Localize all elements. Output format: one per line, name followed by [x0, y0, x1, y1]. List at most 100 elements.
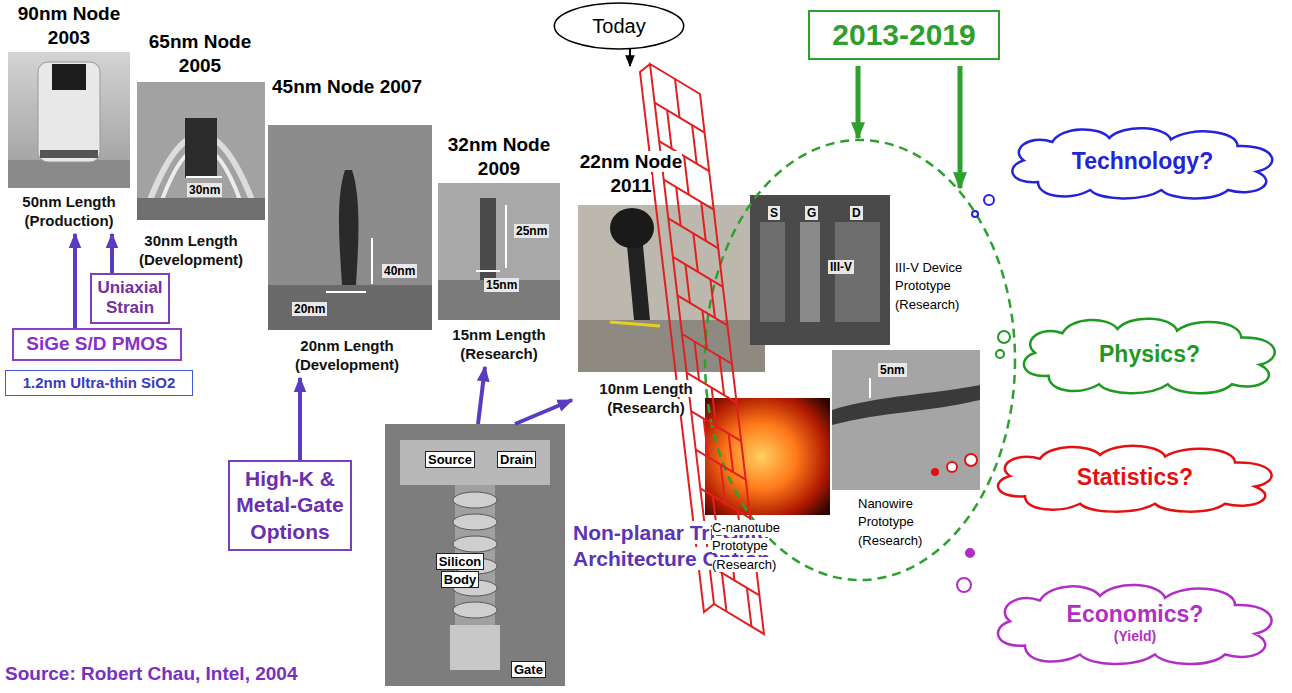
prototype-caption: Nanowire Prototype (Research) [858, 496, 922, 548]
dimension-label: 20nm [292, 302, 327, 316]
dimension-label: 40nm [382, 264, 417, 278]
part-label: Drain [497, 451, 536, 468]
node-heading: 90nm Node 2003 [18, 3, 120, 48]
terminal-label: G [805, 206, 818, 220]
text-holder: Source [425, 450, 475, 468]
part-label: Source [425, 451, 475, 468]
text-holder: 90nm Node 2003 [5, 2, 133, 50]
pointer-arrow [856, 66, 861, 138]
text-holder: C-nanotube Prototype (Research) [712, 518, 804, 573]
gate-length-caption: 50nm Length (Production) [22, 193, 115, 229]
text-holder: S [768, 203, 780, 221]
node-text: Technology? [1072, 148, 1213, 176]
text-holder: 30nm Length (Development) [115, 232, 267, 270]
terminal-label: S [768, 206, 780, 220]
tem-photo [137, 82, 265, 220]
nanowire-photo [832, 350, 980, 490]
part-label: Silicon Body [436, 553, 485, 588]
tem-photo [8, 52, 130, 188]
period-box: 2013-2019 [808, 10, 1000, 60]
text-holder: Silicon Body [427, 552, 493, 588]
text-holder: Gate [511, 660, 546, 678]
node-heading: 32nm Node 2009 [448, 134, 550, 179]
influence-arrow [110, 234, 114, 273]
text-holder: 65nm Node 2005 [135, 30, 265, 78]
gate-length-caption: 10nm Length (Research) [599, 380, 692, 416]
gate-length-caption: 20nm Length (Development) [295, 337, 399, 373]
gate-length-caption: 30nm Length (Development) [139, 232, 243, 268]
text-holder: 32nm Node 2009 [436, 133, 562, 181]
tem-photo [268, 125, 432, 330]
process-node-figure: 32nm Node 2009 25nm 15nm 15nm Length (Resea… [436, 133, 562, 367]
source-note: Source: Robert Chau, Intel, 2004 [5, 663, 297, 684]
prototype-caption: III-V Device Prototype (Research) [895, 260, 962, 312]
node-text: (Yield) [1114, 628, 1156, 645]
tri-gate-photo [385, 424, 565, 686]
influence-arrow [478, 367, 485, 424]
node-text: 2013-2019 [832, 17, 975, 53]
influence-arrow [298, 378, 302, 460]
node-text: Economics? [1067, 601, 1204, 629]
process-node-figure: 45nm Node 2007 40nm 20nm 20nm Length (Devel… [262, 75, 434, 378]
dimension-label: 25nm [514, 224, 549, 238]
text-holder: 5nm [878, 360, 907, 378]
dimension-label: 5nm [878, 363, 907, 377]
node-text: Uniaxial Strain [95, 278, 165, 319]
text-holder: Drain [497, 450, 536, 468]
question-cloud: Economics?(Yield) [985, 578, 1285, 668]
text-holder: 15nm [484, 275, 519, 293]
terminal-label: D [850, 206, 863, 220]
node-heading: 45nm Node 2007 [272, 76, 422, 97]
question-cloud: Statistics? [985, 440, 1285, 515]
text-holder: Source: Robert Chau, Intel, 2004 [5, 662, 297, 686]
question-cloud: Physics? [1012, 312, 1287, 397]
prototype-figure: C-nanotube Prototype (Research) [705, 398, 830, 576]
node-text: Statistics? [1077, 464, 1193, 492]
material-label: III-V [828, 260, 854, 274]
text-holder: III-V [828, 257, 854, 275]
influence-arrow [515, 400, 572, 424]
pointer-arrow [958, 66, 963, 188]
node-text: 1.2nm Ultra-thin SiO2 [23, 374, 176, 392]
node-text: Today [592, 14, 645, 38]
text-holder: 22nm Node 2011 [572, 150, 690, 198]
prototype-figure: 5nmNanowire Prototype (Research) [832, 350, 982, 552]
dimension-label: 15nm [484, 278, 519, 292]
text-holder: 45nm Node 2007 [272, 75, 422, 99]
node-heading: 65nm Node 2005 [149, 31, 251, 76]
dimension-label: 30nm [187, 183, 222, 197]
process-node-figure: 22nm Node 2011 10nm Length (Research) [572, 150, 767, 421]
text-holder: 50nm Length (Production) [5, 193, 133, 231]
text-holder: 15nm Length (Research) [436, 326, 562, 364]
tri-gate-figure: SourceDrainSilicon BodyGateNon-planar Tr… [385, 424, 565, 689]
text-holder: III-V Device Prototype (Research) [895, 258, 995, 313]
text-holder: 30nm [187, 180, 222, 198]
today-ellipse: Today [553, 2, 685, 50]
text-holder: Nanowire Prototype (Research) [858, 494, 958, 549]
text-holder: G [805, 203, 818, 221]
process-node-figure: 90nm Node 2003 50nm Length (Production) [5, 2, 133, 234]
process-node-figure: 65nm Node 2005 30nm 30nm Length (Developme… [115, 30, 267, 273]
technique-box: 1.2nm Ultra-thin SiO2 [5, 370, 193, 396]
node-text: High-K & Metal-Gate Options [234, 466, 346, 545]
technique-box: SiGe S/D PMOS [12, 328, 182, 361]
research-region [705, 140, 1015, 580]
technique-box: Uniaxial Strain [90, 273, 170, 324]
iii-v-photo [750, 195, 890, 345]
node-text: Physics? [1099, 341, 1200, 369]
part-label: Gate [511, 661, 546, 678]
text-holder: 20nm Length (Development) [272, 337, 422, 375]
thought-bubbles [932, 195, 1010, 592]
text-holder: 25nm [514, 221, 549, 239]
text-holder: 40nm [382, 261, 417, 279]
tem-photo [578, 205, 765, 372]
node-text: SiGe S/D PMOS [26, 333, 167, 356]
gate-length-caption: 15nm Length (Research) [452, 326, 545, 362]
node-heading: 22nm Node 2011 [580, 151, 682, 196]
text-holder: 20nm [292, 299, 327, 317]
influence-arrow [73, 234, 77, 328]
text-holder: 10nm Length (Research) [582, 380, 710, 418]
technique-box: High-K & Metal-Gate Options [228, 460, 352, 551]
prototype-figure: S G D III-V III-V Device Prototype (Research… [750, 195, 995, 348]
text-holder: D [850, 203, 863, 221]
